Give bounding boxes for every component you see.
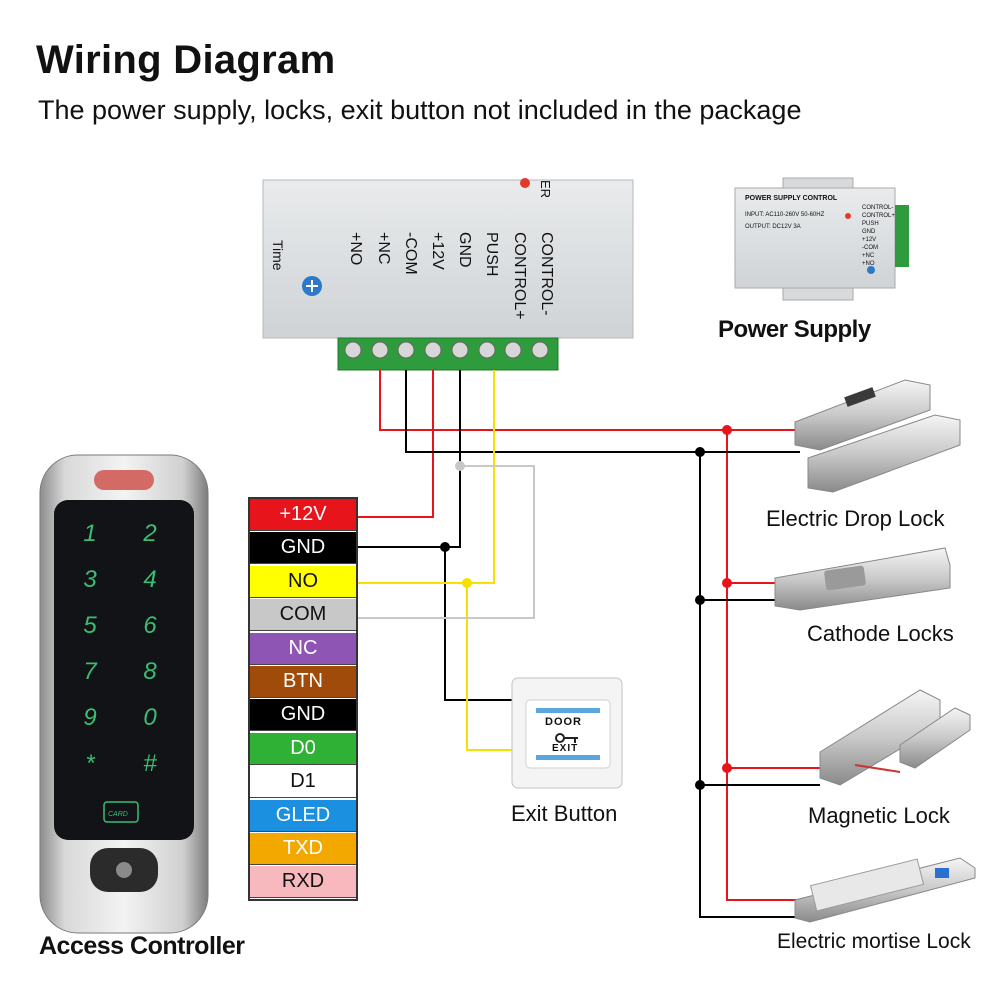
terminal-screw — [478, 341, 496, 359]
wire-row: GLED — [250, 799, 356, 832]
keypad-key[interactable]: 6 — [143, 612, 157, 639]
electric-drop-lock-caption: Electric Drop Lock — [766, 506, 945, 531]
power-supply-photo — [734, 177, 909, 301]
magnetic-lock-image — [819, 689, 971, 786]
terminal-screw — [531, 341, 549, 359]
terminal-screws — [344, 341, 549, 359]
terminal-label: +NO — [347, 232, 364, 266]
wires — [356, 370, 820, 918]
electric-drop-lock-image — [794, 379, 961, 493]
keypad-key[interactable]: 5 — [83, 612, 97, 639]
key-icon — [555, 733, 578, 743]
keypad-key[interactable]: 1 — [83, 520, 97, 547]
wire-row: GND — [250, 532, 356, 565]
wire-row: D1 — [250, 766, 356, 799]
access-controller-caption: Access Controller — [39, 932, 245, 960]
ps-photo-terminal-label: -COM — [862, 245, 878, 251]
wire-row: GND — [250, 699, 356, 732]
terminal-screw — [424, 341, 442, 359]
corner-letters: ER — [538, 180, 553, 199]
ps-photo-input: INPUT: AC110-260V 50-60HZ — [745, 212, 825, 218]
wire-row: BTN — [250, 666, 356, 698]
keypad-key[interactable]: 7 — [83, 658, 97, 685]
ps-photo-terminal-label: CONTROL- — [862, 205, 894, 211]
exit-button-caption: Exit Button — [511, 801, 618, 826]
ps-photo-terminal-label: +NC — [862, 253, 875, 259]
wire-row: RXD — [250, 866, 356, 899]
power-supply-terminal-block — [262, 178, 634, 371]
card-icon — [103, 801, 139, 823]
card-label: CARD — [108, 811, 128, 818]
magnetic-lock-caption: Magnetic Lock — [808, 803, 950, 828]
keypad-key[interactable]: 8 — [143, 658, 157, 685]
ps-photo-terminal-label: +NO — [862, 261, 875, 267]
wire-row: NO — [250, 565, 356, 598]
terminal-label: -COM — [402, 232, 419, 275]
doorbell-icon — [116, 862, 132, 878]
diagram-subtitle: The power supply, locks, exit button not… — [38, 95, 802, 125]
wire-row: TXD — [250, 833, 356, 865]
terminal-label: PUSH — [483, 232, 500, 277]
ps-photo-output: OUTPUT: DC12V 3A — [745, 224, 801, 230]
wire-junctions — [440, 425, 732, 790]
power-supply-caption: Power Supply — [718, 316, 871, 343]
terminal-label: CONTROL- — [538, 232, 555, 316]
cathode-locks-caption: Cathode Locks — [807, 621, 954, 646]
cathode-lock-image — [774, 547, 951, 611]
status-led-icon — [94, 470, 154, 490]
keypad-key[interactable]: 4 — [143, 566, 157, 593]
keypad-key[interactable]: 9 — [83, 704, 97, 731]
power-led-icon — [520, 178, 530, 188]
keypad-key[interactable]: 0 — [143, 704, 157, 731]
ps-photo-title: POWER SUPPLY CONTROL — [745, 195, 838, 202]
ps-photo-terminal-label: +12V — [862, 237, 877, 243]
terminal-label: GND — [456, 232, 473, 268]
terminal-label: +NC — [375, 232, 392, 265]
terminal-label: CONTROL+ — [511, 232, 528, 320]
exit-button-device — [511, 677, 623, 789]
electric-mortise-lock-image — [794, 857, 976, 923]
wire-row: D0 — [250, 732, 356, 765]
diagram-title: Wiring Diagram — [36, 38, 336, 82]
terminal-screw — [371, 341, 389, 359]
terminal-screw — [344, 341, 362, 359]
wire-row: NC — [250, 632, 356, 665]
ps-photo-terminal-label: GND — [862, 229, 876, 235]
exit-button-door-text: DOOR — [545, 716, 582, 728]
access-controller-device — [39, 454, 209, 934]
ps-photo-terminal-label: PUSH — [862, 221, 879, 227]
exit-button-exit-text: EXIT — [552, 743, 579, 754]
terminal-screw — [504, 341, 522, 359]
terminal-label: +12V — [429, 232, 446, 270]
time-label: Time — [270, 240, 286, 271]
keypad-key[interactable]: 3 — [83, 566, 97, 593]
electric-mortise-lock-caption: Electric mortise Lock — [777, 930, 971, 953]
keypad-key[interactable]: 2 — [143, 520, 157, 547]
keypad-key[interactable]: * — [85, 750, 95, 777]
ps-photo-terminal-label: CONTROL+ — [862, 213, 895, 219]
wire-row: +12V — [250, 499, 356, 531]
terminal-screw — [397, 341, 415, 359]
keypad-key[interactable]: # — [143, 750, 157, 777]
terminal-screw — [451, 341, 469, 359]
wire-row: COM — [250, 599, 356, 632]
